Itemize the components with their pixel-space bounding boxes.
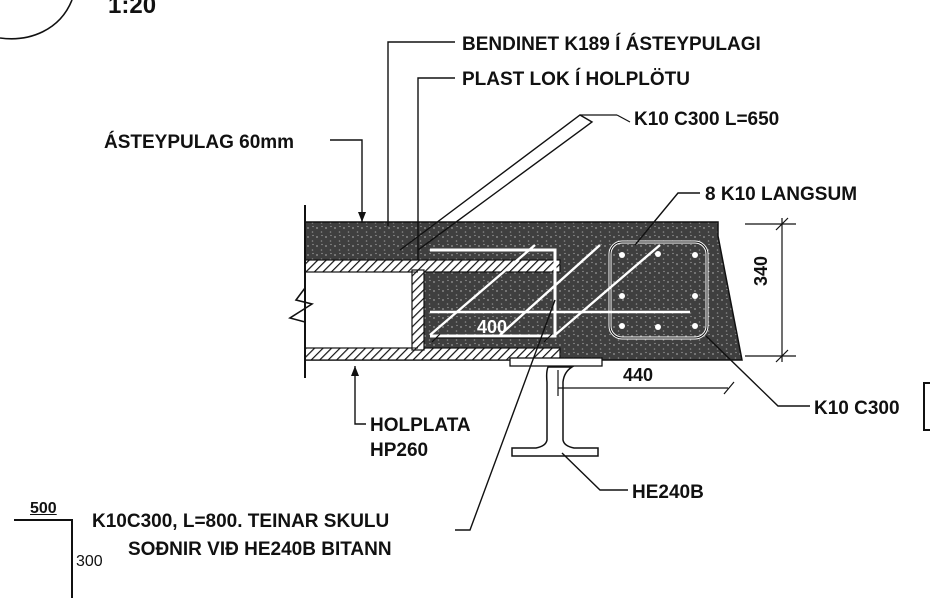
dim-340: 340 [751,255,771,286]
he240b-section [511,366,599,457]
label-teinar-line2: SOÐNIR VIÐ HE240B BITANN [128,539,392,560]
leader-lines [330,41,810,531]
leader-k10-langsum [634,192,700,246]
inset-dim-300: 300 [76,553,103,570]
break-line [288,287,315,323]
label-k10-langsum: 8 K10 LANGSUM [705,184,858,205]
dim-400: 400 [477,317,508,337]
k10-c300-l650-bar [399,114,594,251]
label-k10-c300: K10 C300 [814,398,900,419]
leader-plast-lok [417,77,455,260]
bearing-plate [509,357,603,367]
leader-holplata [354,366,366,425]
label-asteypulag: ÁSTEYPULAG 60mm [104,132,295,153]
leader-he240b [561,452,628,491]
diagonal-bars [429,244,661,336]
dimension-lines [431,217,796,396]
inset-bar-detail [14,519,73,598]
leader-k10-c300 [705,335,810,407]
inset-dim-500: 500 [30,500,57,517]
plastic-cap [411,269,425,351]
label-he240b: HE240B [632,482,704,503]
leader-arrowheads [351,212,366,376]
holplata-top-flange [304,259,561,273]
label-teinar-line1: K10C300, L=800. TEINAR SKULU [92,511,390,532]
leader-teinar [455,299,556,531]
longitudinal-bars [619,251,698,330]
scale-label: 1:20 [108,0,157,19]
label-bendinet: BENDINET K189 Í ÁSTEYPULAGI [462,34,761,55]
label-holplata: HOLPLATA [370,415,471,436]
leader-bendinet [387,41,455,226]
leader-asteypulag [330,139,363,222]
u-bar-400 [430,248,557,338]
label-hp260: HP260 [370,440,429,461]
label-plast-lok: PLAST LOK Í HOLPLÖTU [462,69,690,90]
bracket-fragment [923,382,930,431]
scale-bubble [0,0,73,40]
label-k10-c300-l650: K10 C300 L=650 [634,109,780,130]
dim-440: 440 [623,365,654,385]
